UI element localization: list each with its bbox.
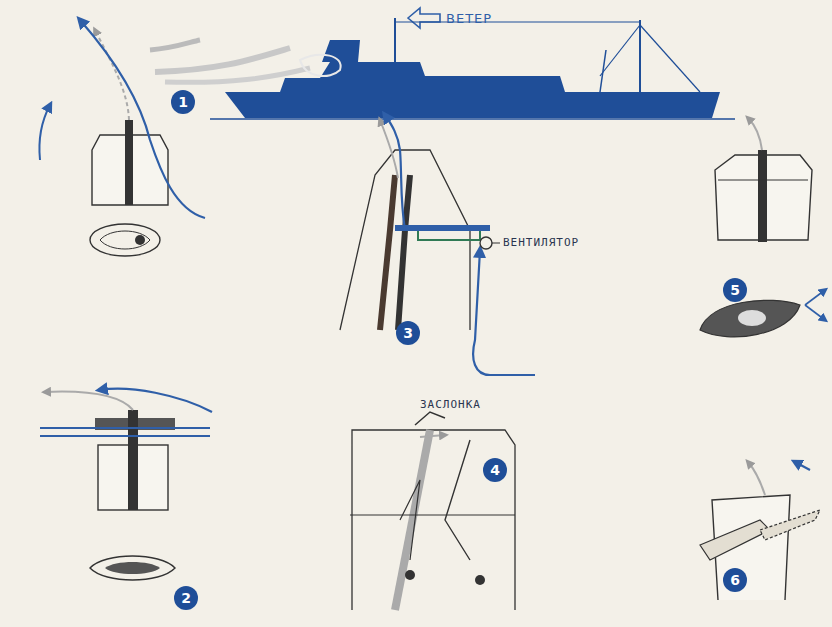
wind-arrow [408, 8, 440, 28]
callout-number: 1 [171, 90, 195, 114]
funnel-1 [39, 20, 205, 256]
part-label: ЗАСЛОНКА [420, 398, 481, 411]
callout-number: 2 [174, 586, 198, 610]
funnel-5 [700, 118, 825, 337]
funnel-4 [350, 412, 515, 610]
wind-label: ВЕТЕР [446, 11, 492, 26]
ship [150, 18, 735, 119]
callout-number: 4 [483, 458, 507, 482]
callout-number: 3 [396, 321, 420, 345]
callout-number: 5 [723, 278, 747, 302]
part-label: ВЕНТИЛЯТОР [503, 236, 579, 249]
funnel-6 [700, 462, 820, 600]
funnel-2 [40, 389, 212, 610]
callout-number: 6 [723, 568, 747, 592]
